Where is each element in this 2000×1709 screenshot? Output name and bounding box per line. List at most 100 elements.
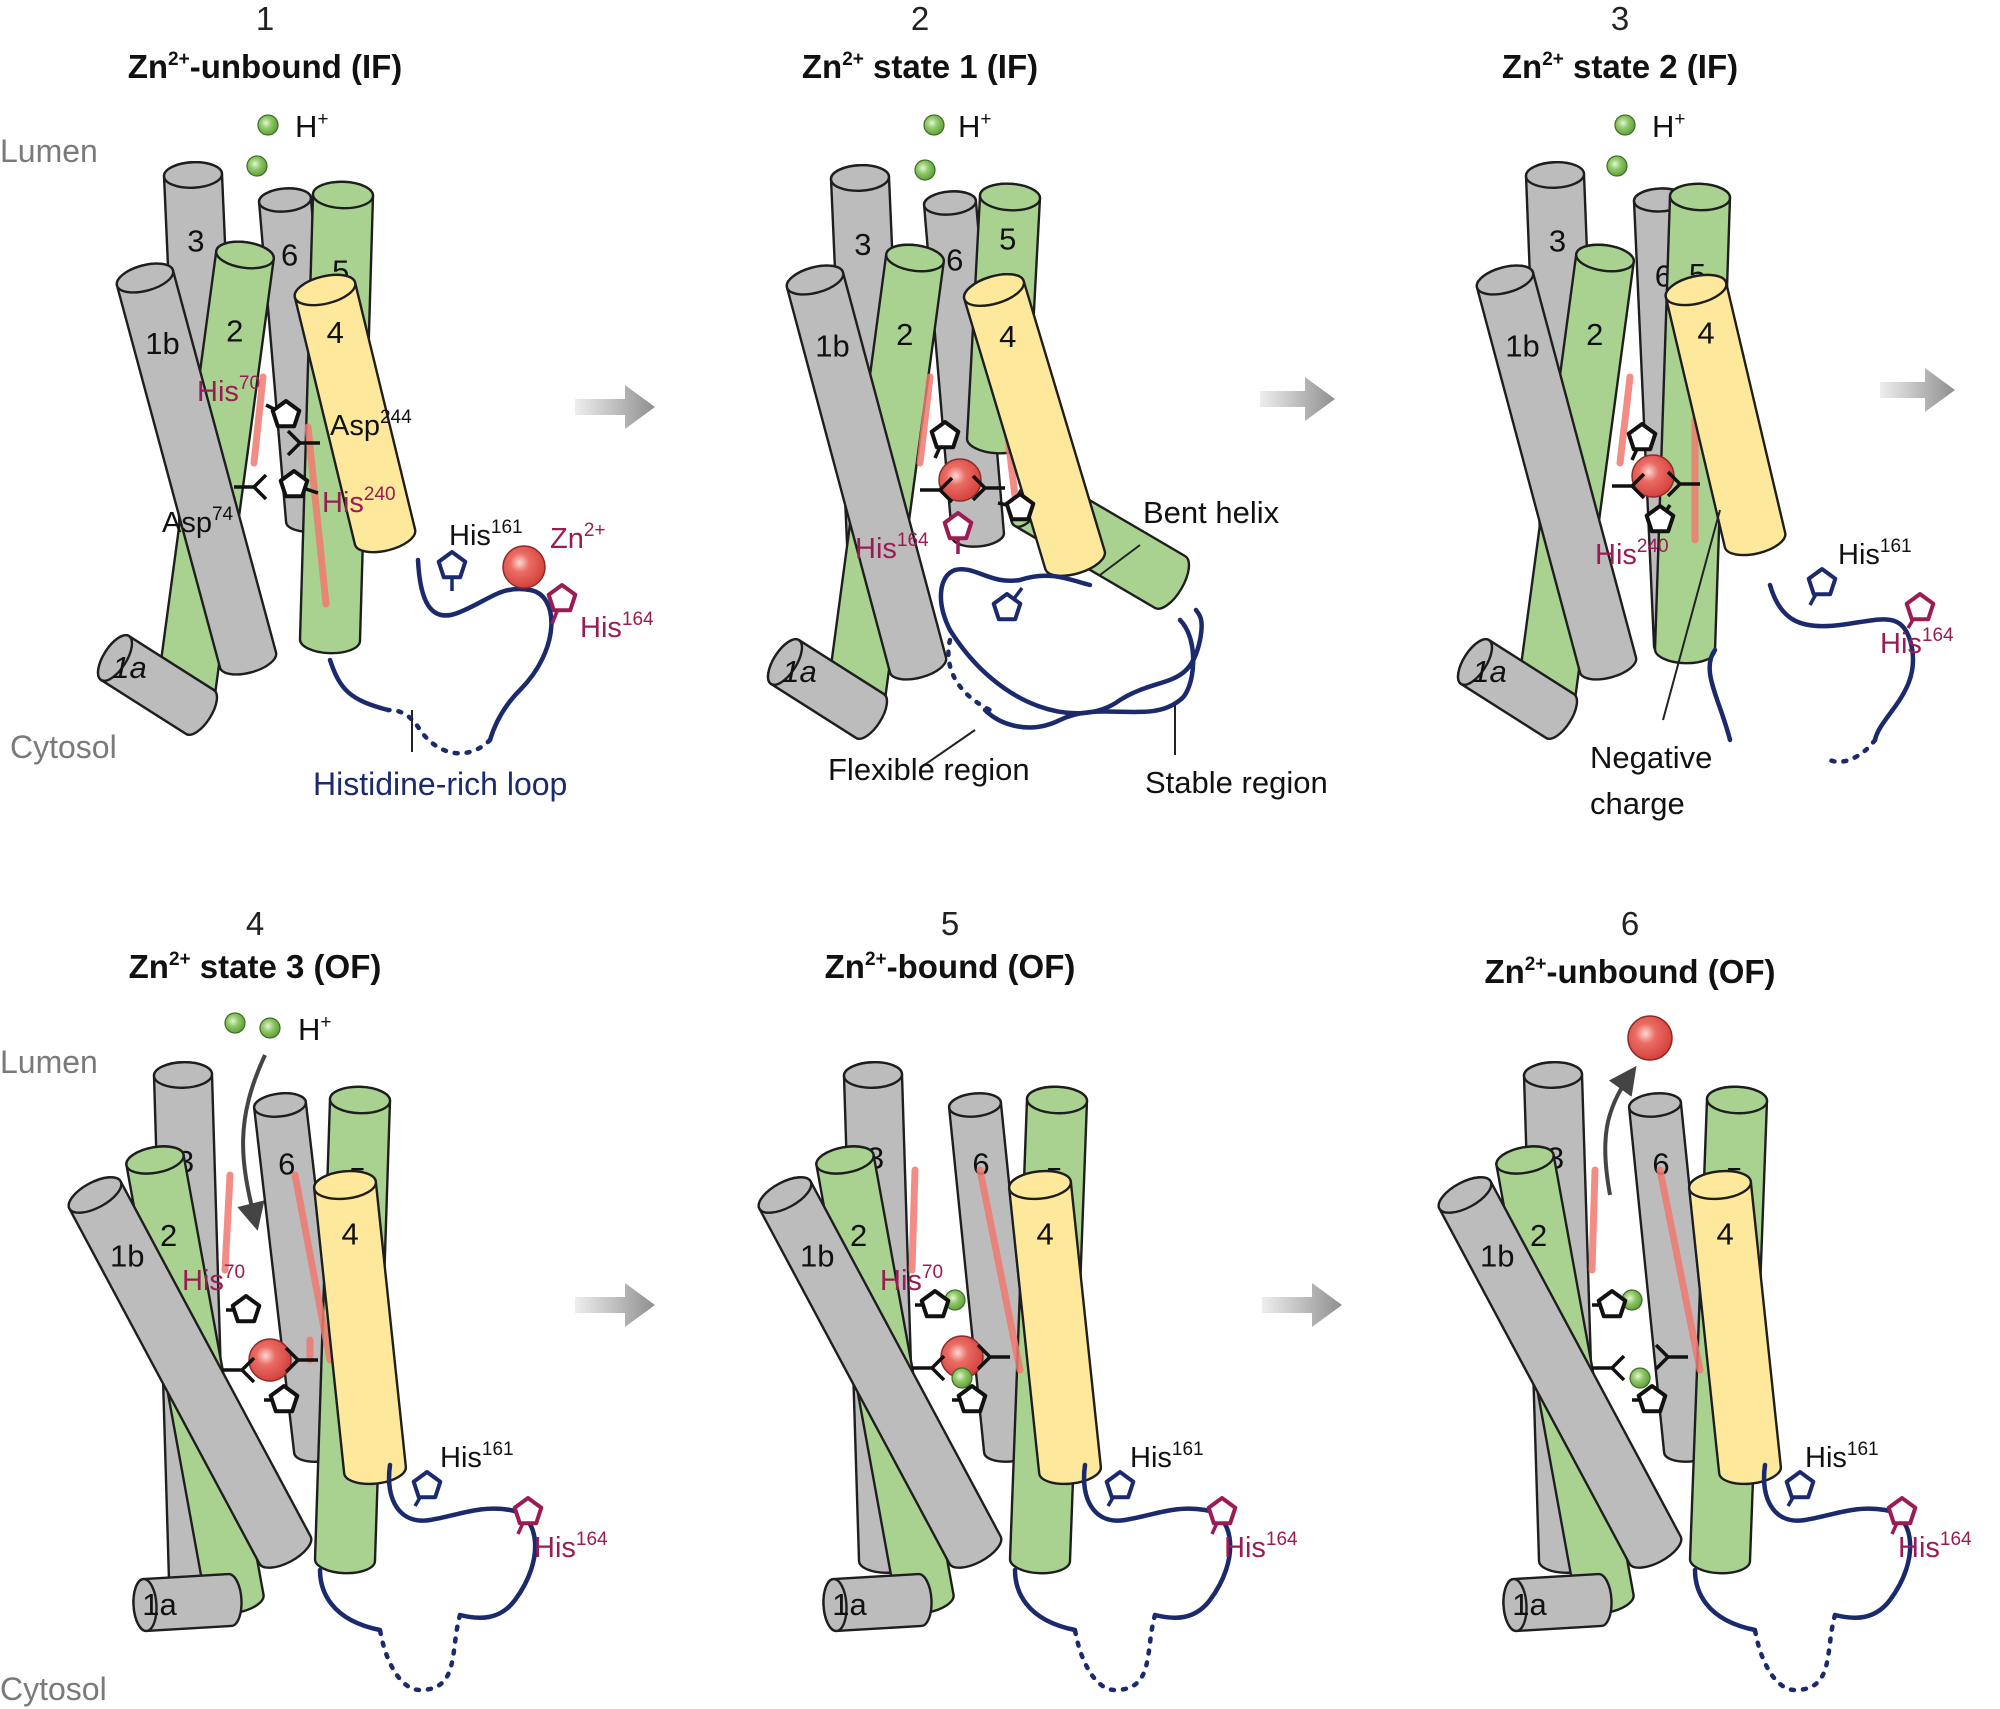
his161-ring: [411, 1470, 443, 1507]
his164-ring: [512, 1496, 544, 1535]
histidine-rich-loop: [1692, 1462, 1913, 1633]
flexible-region-leader: [919, 729, 976, 769]
panel-6-diagram: 36521b1a4His161His164: [1437, 1015, 1972, 1693]
lumen-label-bottom: Lumen: [0, 1044, 98, 1080]
helix-2-label: 2: [1530, 1218, 1547, 1253]
his161-ring: [1104, 1470, 1136, 1507]
helix-1b-label: 1b: [815, 328, 849, 363]
binding-line-b: [304, 423, 330, 608]
helix-6-label: 6: [281, 237, 298, 272]
helix-2-label: 2: [1586, 317, 1603, 352]
helix-1b-label: 1b: [800, 1238, 834, 1273]
his164-label: His164: [1880, 625, 1954, 660]
panel-4-number: 4: [246, 905, 264, 942]
helix-6-label: 6: [1652, 1147, 1669, 1182]
helix-1a-label: 1a: [112, 650, 146, 685]
his164-label: His164: [1224, 1529, 1298, 1564]
helix-6-label: 6: [278, 1147, 295, 1182]
helix-2-label: 2: [850, 1218, 867, 1253]
his164-ring: [1206, 1496, 1238, 1535]
proton-3b: [1606, 155, 1628, 177]
proton-2b: [914, 159, 936, 181]
his240-ring: [278, 469, 319, 499]
panel-2-header: 2 Zn2+ state 1 (IF): [802, 0, 1038, 85]
panel-1-number: 1: [256, 0, 274, 37]
asp-group-2: [920, 476, 954, 504]
helix-1b: [1475, 264, 1638, 681]
his164-ring: [1904, 592, 1936, 629]
negative-charge-leader: [1662, 509, 1721, 721]
zinc-release-arrow: [1603, 1065, 1637, 1196]
panel-6-header: 6 Zn2+-unbound (OF): [1484, 905, 1775, 990]
asp244-label: Asp244: [330, 407, 412, 442]
annotations: Histidine-rich loop Bent helix Flexible …: [313, 495, 1721, 821]
helix-4-label: 4: [1036, 1216, 1053, 1251]
histidine-rich-loop: [327, 557, 554, 743]
histidine-rich-loop-dotted: [1072, 1612, 1158, 1693]
helix-1a: [822, 1572, 933, 1633]
helix-4: [962, 272, 1107, 577]
binding-line-a: [250, 373, 267, 467]
panel-5-header: 5 Zn2+-bound (OF): [825, 905, 1076, 985]
helix-1b: [115, 262, 278, 676]
binding-line-b: [976, 1166, 1024, 1374]
binding-line-a: [1616, 373, 1634, 467]
his-ring-b: [264, 1384, 300, 1414]
proton-label-3: H+: [1652, 109, 1686, 144]
his164-label: His164: [855, 530, 929, 565]
his-ring-b: [952, 1384, 988, 1414]
arrow-3-to-4: [1880, 368, 1955, 412]
helix-4: [1687, 1169, 1783, 1486]
helix-1b: [757, 1176, 1003, 1569]
his161-ring: [1806, 567, 1838, 606]
arrow-1-to-2: [575, 385, 655, 429]
proton-2a: [923, 114, 945, 136]
his70-label: His70: [880, 1262, 943, 1297]
his164-ring: [546, 583, 578, 625]
helix-1a-label: 1a: [782, 654, 816, 689]
helix-1a: [132, 1572, 243, 1633]
asp-group-2: [1612, 472, 1646, 500]
helix-3-label: 3: [187, 223, 204, 258]
his164-label: His164: [534, 1529, 608, 1564]
asp-group-1: [976, 1343, 1010, 1371]
panel-6-title: Zn2+-unbound (OF): [1484, 953, 1775, 990]
panel-2-title: Zn2+ state 1 (IF): [802, 48, 1038, 85]
his161-ring: [436, 550, 468, 591]
helix-4: [293, 273, 417, 554]
proton-5b: [951, 1367, 973, 1389]
proton-4a: [224, 1012, 246, 1034]
panel-1-header: 1 Zn2+-unbound (IF): [128, 0, 403, 85]
stable-region-label: Stable region: [1145, 765, 1328, 800]
his164-label: His164: [1898, 1529, 1972, 1564]
his161-ring: [1784, 1470, 1816, 1507]
helix-1a-label: 1a: [832, 1587, 867, 1622]
his70-label: His70: [182, 1262, 245, 1297]
arrow-5-to-6: [1262, 1283, 1342, 1327]
helix-1a: [1502, 1572, 1613, 1633]
panel-5-diagram: 36521b1a4His70His161His164: [757, 1061, 1298, 1693]
helix-4-label: 4: [327, 315, 344, 350]
helix-6-label: 6: [972, 1147, 989, 1182]
proton-label-1: H+: [295, 109, 329, 144]
asp74-group: [234, 473, 268, 501]
helix-1b-label: 1b: [1505, 328, 1539, 363]
proton-3a: [1614, 114, 1636, 136]
his-ring-a: [1592, 1289, 1628, 1319]
proton-1b: [246, 155, 268, 177]
his161-label: His161: [1838, 536, 1912, 571]
panel-2-number: 2: [911, 0, 929, 37]
helix-4-label: 4: [1716, 1216, 1733, 1251]
helix-1a-label: 1a: [1472, 654, 1506, 689]
proton-label-4: H+: [298, 1012, 332, 1047]
asp-group-1: [1654, 1343, 1688, 1371]
his70-ring: [929, 420, 961, 459]
helix-1b-label: 1b: [110, 1238, 144, 1273]
lumen-label: Lumen: [0, 133, 98, 169]
proton-4b: [259, 1017, 281, 1039]
helix-4-label: 4: [1697, 316, 1714, 351]
his161-ring: [991, 586, 1024, 622]
